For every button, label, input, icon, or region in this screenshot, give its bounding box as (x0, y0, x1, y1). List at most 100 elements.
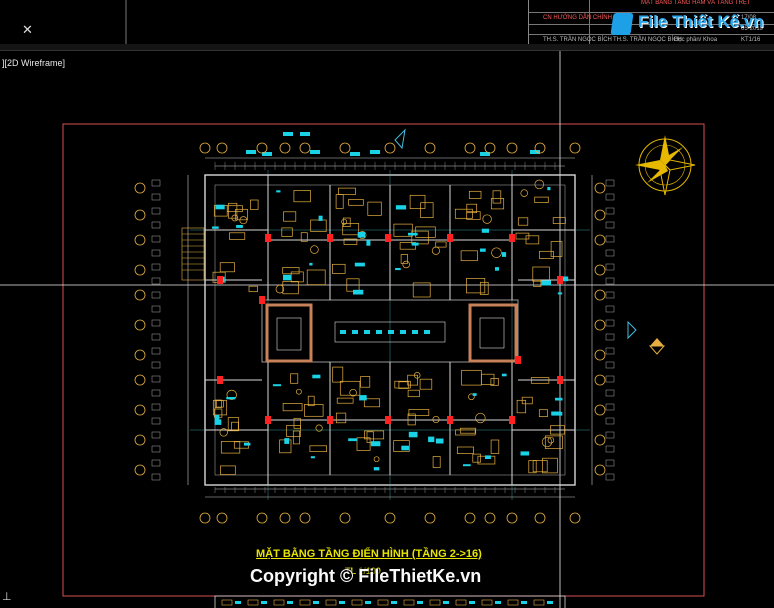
furniture-block (290, 271, 304, 283)
furniture-block (466, 211, 481, 220)
grid-bubble (339, 512, 351, 524)
furniture-block (525, 235, 540, 245)
furniture-block (407, 374, 418, 386)
structural-column (509, 416, 515, 424)
structural-column (509, 234, 515, 242)
furniture-block (367, 201, 382, 216)
title-block-ref-3: 05-2019 (741, 26, 764, 32)
stair-core-right-inner (479, 317, 505, 349)
grid-bubble (134, 209, 146, 221)
dimension-tick (605, 389, 615, 397)
furniture-block (338, 187, 356, 195)
fixture-block (521, 601, 527, 604)
fixture-block (520, 451, 530, 456)
furniture-block (336, 397, 354, 404)
furniture-block (342, 223, 360, 236)
furniture-block (286, 425, 301, 437)
furniture-round (341, 218, 348, 225)
furniture-block (398, 381, 409, 389)
grid-bubble (484, 512, 496, 524)
furniture-block (429, 599, 441, 606)
fixture-layer (212, 132, 569, 471)
furniture-block (550, 241, 563, 257)
tag-marker (370, 150, 380, 154)
title-block-role-2: TH.S. TRẦN NGỌC BÍCH (543, 37, 612, 43)
furniture-block (299, 599, 311, 606)
close-icon[interactable]: ✕ (22, 22, 33, 37)
fixture-block (353, 289, 364, 295)
dimension-tick (151, 431, 161, 439)
structural-column (557, 276, 563, 284)
grid-bubble (594, 209, 606, 221)
dimension-tick (151, 263, 161, 271)
dimension-tick (151, 193, 161, 201)
dimension-tick (605, 473, 615, 481)
fixture-block (359, 395, 367, 401)
fixture-block (391, 601, 397, 604)
dimension-tick (605, 333, 615, 341)
dimension-tick (151, 347, 161, 355)
stair-core-left-inner (276, 317, 302, 351)
dimension-tick (605, 319, 615, 327)
grid-bubble (279, 512, 291, 524)
grid-bubble (594, 234, 606, 246)
fixture-block (495, 601, 501, 604)
furniture-round (547, 436, 555, 444)
viewport-controls-label[interactable]: ][2D Wireframe] (2, 58, 66, 68)
fixture-block (472, 393, 477, 396)
furniture-block (399, 242, 416, 250)
grid-bubble (134, 264, 146, 276)
structural-column (385, 234, 391, 242)
furniture-block (407, 413, 416, 426)
dimension-tick (605, 459, 615, 467)
dimension-tick (151, 445, 161, 453)
furniture-block (351, 599, 363, 606)
fixture-block (388, 330, 394, 334)
fixture-block (411, 242, 419, 246)
furniture-block (455, 599, 467, 606)
furniture-block (419, 378, 433, 390)
furniture-block (481, 599, 493, 606)
furniture-block (292, 430, 300, 445)
furniture-block (348, 199, 364, 206)
furniture-block (528, 460, 537, 474)
furniture-block (550, 425, 565, 435)
furniture-round (402, 260, 410, 269)
furniture-round (239, 216, 248, 225)
grid-bubble (134, 182, 146, 194)
fixture-block (373, 467, 380, 471)
fixture-block (443, 601, 449, 604)
dimension-tick (605, 235, 615, 243)
grid-bubble (299, 142, 311, 154)
fixture-block (480, 248, 486, 252)
fixture-block (495, 267, 499, 271)
title-block-role-1: CN HƯỚNG DẪN CHÍNH (543, 15, 612, 21)
furniture-block (293, 190, 311, 203)
grid-bubble (569, 512, 581, 524)
dimension-tick (605, 403, 615, 411)
fixture-block (417, 601, 423, 604)
fixture-block (276, 190, 281, 193)
title-block-role-3: TH.S. TRẦN NGỌC BÍCH (613, 37, 682, 43)
furniture-round (275, 284, 285, 294)
furniture-block (335, 194, 344, 209)
fixture-block (408, 232, 418, 236)
furniture-block (363, 398, 381, 408)
furniture-block (293, 417, 301, 429)
furniture-block (332, 366, 344, 383)
dimension-tick (605, 305, 615, 313)
tag-marker (283, 132, 293, 136)
fixture-block (283, 274, 292, 281)
furniture-block (517, 217, 529, 226)
furniture-block (346, 278, 360, 292)
floor-plan (181, 157, 593, 500)
dimension-tick (151, 277, 161, 285)
furniture-block (221, 599, 233, 606)
furniture-block (552, 217, 566, 224)
fixture-block (561, 276, 569, 282)
fixture-block (469, 601, 475, 604)
fixture-block (287, 601, 293, 604)
marker-layer (134, 142, 615, 606)
fixture-block (428, 436, 435, 443)
